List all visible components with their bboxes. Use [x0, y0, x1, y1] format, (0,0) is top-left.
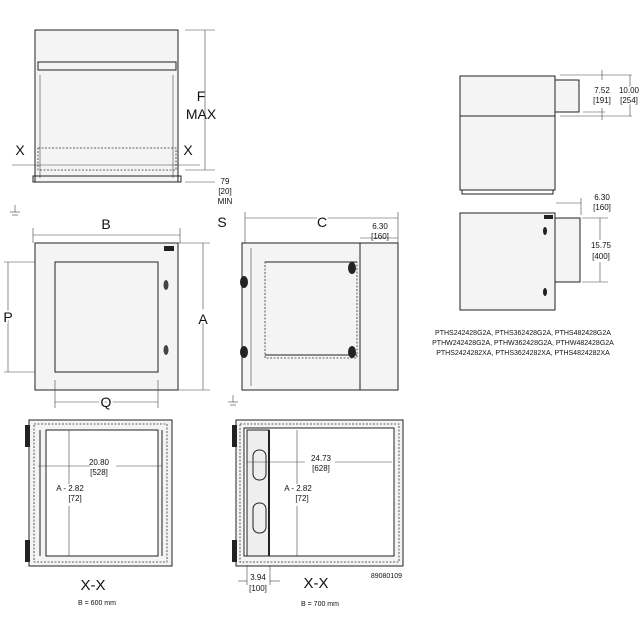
dim-min-label: MIN [218, 197, 233, 206]
dim-min-in: 79 [221, 177, 230, 186]
dim-min-mm: [20] [218, 187, 231, 196]
dim-c-in: 6.30 [372, 222, 388, 231]
section-view-700 [232, 419, 404, 585]
dim-height-700-in: A - 2.82 [284, 484, 312, 493]
dim-side-height-mm: [400] [592, 252, 610, 261]
dim-top-total-in: 10.00 [619, 86, 640, 95]
label-c: C [317, 214, 327, 230]
dim-c-mm: [160] [371, 232, 389, 241]
label-max: MAX [186, 106, 217, 122]
section-label-600: X-X [80, 577, 105, 594]
label-b: B [101, 216, 110, 232]
label-p: P [3, 309, 12, 325]
dim-rail-mm: [100] [249, 584, 267, 593]
side-view [228, 212, 399, 406]
dim-height-600-in: A - 2.82 [56, 484, 84, 493]
section-view-600 [25, 419, 173, 567]
dim-rail-in: 3.94 [250, 573, 266, 582]
right-side-view [459, 198, 608, 311]
label-q: Q [101, 394, 112, 410]
dim-top-ext-mm: [191] [593, 96, 611, 105]
width-caption-700: B = 700 mm [301, 601, 339, 608]
section-label-700: X-X [303, 575, 328, 592]
dim-width-700-mm: [628] [312, 464, 330, 473]
model-list-line: PTHS2424282XA, PTHS3624282XA, PTHS482428… [436, 350, 610, 357]
model-list-line: PTHW242428G2A, PTHW362428G2A, PTHW482428… [432, 340, 614, 347]
drawing-number: 89080109 [371, 573, 402, 580]
model-list-line: PTHS242428G2A, PTHS362428G2A, PTHS482428… [435, 330, 611, 337]
width-caption-600: B = 600 mm [78, 600, 116, 607]
dim-width-600-in: 20.80 [89, 458, 110, 467]
dim-side-depth-mm: [160] [593, 203, 611, 212]
dim-height-600-mm: [72] [68, 494, 81, 503]
top-view [10, 29, 215, 216]
dim-width-600-mm: [528] [90, 468, 108, 477]
right-top-view [459, 70, 632, 195]
label-f: F [197, 88, 206, 104]
label-s: S [217, 214, 226, 230]
dim-side-height-in: 15.75 [591, 241, 612, 250]
section-marker-x-right: X [183, 142, 193, 158]
front-view [4, 228, 210, 408]
dim-top-total-mm: [254] [620, 96, 638, 105]
dim-side-depth-in: 6.30 [594, 193, 610, 202]
dim-width-700-in: 24.73 [311, 454, 332, 463]
dim-height-700-mm: [72] [295, 494, 308, 503]
section-marker-x-left: X [15, 142, 25, 158]
label-a: A [198, 311, 208, 327]
dim-top-ext-in: 7.52 [594, 86, 610, 95]
